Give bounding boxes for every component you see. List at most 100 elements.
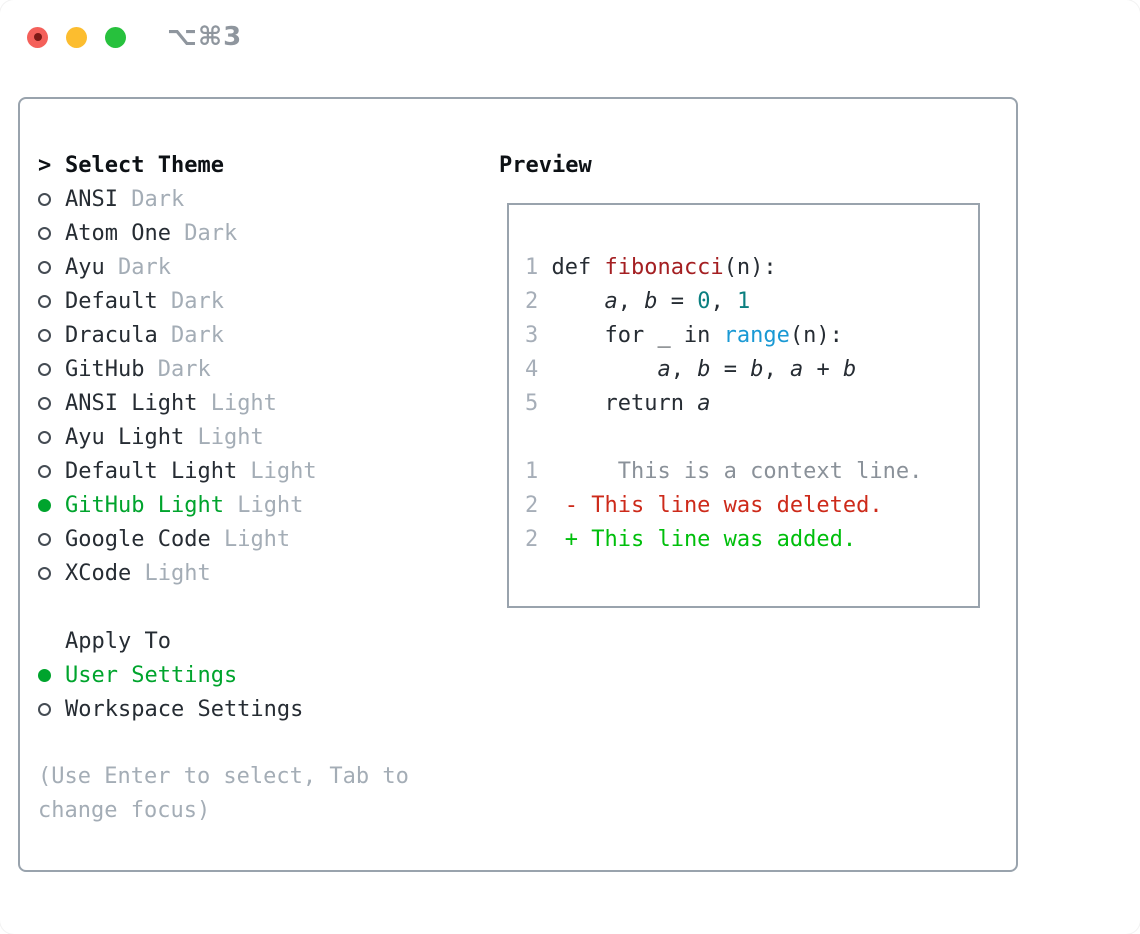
radio-icon[interactable] — [38, 396, 65, 410]
theme-option-ayu[interactable]: Ayu Dark — [38, 250, 488, 284]
diff-line: 2 + This line was added. — [525, 522, 978, 556]
theme-name: ANSI — [65, 186, 118, 212]
apply-to-label: Apply To — [65, 628, 171, 654]
line-number: 2 — [525, 288, 539, 314]
theme-option-xcode[interactable]: XCode Light — [38, 556, 488, 590]
apply-option-user-settings[interactable]: User Settings — [38, 658, 488, 692]
radio-icon[interactable] — [38, 362, 65, 376]
code-segment-var: a — [657, 356, 671, 382]
apply-option-label: Workspace Settings — [65, 696, 304, 722]
line-number: 2 — [525, 492, 539, 518]
zoom-button[interactable] — [105, 26, 126, 48]
radio-icon[interactable] — [38, 294, 65, 308]
theme-name: Ayu Light — [65, 424, 185, 450]
code-segment-plain: return — [551, 390, 698, 416]
code-segment-var: b — [697, 356, 711, 382]
radio-unselected-icon[interactable] — [38, 328, 51, 342]
radio-icon[interactable] — [38, 532, 65, 546]
theme-option-dracula[interactable]: Dracula Dark — [38, 318, 488, 352]
radio-unselected-icon[interactable] — [38, 260, 51, 274]
code-segment-var: b — [644, 288, 658, 314]
theme-mode-badge: Light — [237, 458, 317, 484]
titlebar: ⌥⌘3 — [0, 0, 1140, 74]
theme-option-default-light[interactable]: Default Light Light — [38, 454, 488, 488]
theme-option-ansi-light[interactable]: ANSI Light Light — [38, 386, 488, 420]
theme-option-github[interactable]: GitHub Dark — [38, 352, 488, 386]
diff-line: 1 This is a context line. — [525, 454, 978, 488]
code-segment-plain: , — [763, 356, 790, 382]
theme-name: Default Light — [65, 458, 238, 484]
radio-unselected-icon[interactable] — [38, 192, 51, 206]
close-button[interactable] — [27, 26, 48, 48]
radio-icon[interactable] — [38, 566, 65, 580]
theme-option-ansi[interactable]: ANSI Dark — [38, 182, 488, 216]
radio-icon[interactable] — [38, 702, 65, 716]
radio-unselected-icon[interactable] — [38, 702, 51, 716]
radio-icon[interactable] — [38, 668, 65, 682]
line-number: 4 — [525, 356, 539, 382]
traffic-lights — [27, 26, 126, 48]
apply-option-workspace-settings[interactable]: Workspace Settings — [38, 692, 488, 726]
radio-unselected-icon[interactable] — [38, 294, 51, 308]
radio-icon[interactable] — [38, 260, 65, 274]
line-number: 5 — [525, 390, 539, 416]
code-segment-var: b — [842, 356, 857, 382]
theme-mode-badge: Dark — [157, 322, 224, 348]
radio-icon[interactable] — [38, 328, 65, 342]
theme-option-google-code[interactable]: Google Code Light — [38, 522, 488, 556]
radio-unselected-icon[interactable] — [38, 566, 51, 580]
theme-name: Default — [65, 288, 158, 314]
code-segment-plain: (n): — [723, 254, 777, 280]
code-segment-num: 0 — [697, 288, 711, 314]
radio-unselected-icon[interactable] — [38, 430, 51, 444]
code-segment-var: a — [697, 390, 711, 416]
radio-selected-icon[interactable] — [38, 498, 51, 512]
theme-mode-badge: Dark — [157, 288, 224, 314]
radio-icon[interactable] — [38, 498, 65, 512]
line-number: 3 — [525, 322, 539, 348]
theme-name: Atom One — [65, 220, 171, 246]
code-segment-plain: , — [670, 356, 698, 382]
theme-option-atom-one[interactable]: Atom One Dark — [38, 216, 488, 250]
code-segment-plain: , — [617, 288, 645, 314]
radio-unselected-icon[interactable] — [38, 396, 51, 410]
theme-option-ayu-light[interactable]: Ayu Light Light — [38, 420, 488, 454]
radio-unselected-icon[interactable] — [38, 362, 51, 376]
theme-option-github-light[interactable]: GitHub Light Light — [38, 488, 488, 522]
radio-unselected-icon[interactable] — [38, 532, 51, 546]
radio-icon[interactable] — [38, 430, 65, 444]
radio-unselected-icon[interactable] — [38, 464, 51, 478]
code-segment-plain — [551, 527, 564, 552]
radio-selected-icon[interactable] — [38, 668, 51, 682]
code-segment-var: b — [750, 356, 764, 382]
code-segment-var: a — [604, 288, 618, 314]
keyboard-hint: (Use Enter to select, Tab to change focu… — [38, 764, 409, 823]
window-title: ⌥⌘3 — [167, 22, 243, 52]
code-segment-plain — [551, 493, 564, 518]
theme-option-default[interactable]: Default Dark — [38, 284, 488, 318]
minimize-button[interactable] — [66, 26, 87, 48]
preview-heading: Preview — [499, 148, 1016, 182]
theme-mode-badge: Light — [131, 560, 211, 586]
preview-label: Preview — [499, 152, 592, 178]
code-segment-context: This is a context line. — [551, 458, 923, 484]
theme-mode-badge: Light — [210, 526, 291, 552]
prompt-caret-icon: > — [38, 152, 52, 178]
theme-name: Ayu — [65, 254, 105, 280]
close-dot-icon — [33, 33, 42, 41]
code-segment-plain: + — [803, 356, 843, 382]
spacer — [38, 590, 488, 624]
code-line: 5 return a — [525, 386, 978, 420]
radio-icon[interactable] — [38, 464, 65, 478]
code-segment-plain: (n): — [789, 322, 843, 348]
radio-icon[interactable] — [38, 226, 65, 240]
theme-mode-badge: Dark — [170, 220, 238, 246]
radio-icon[interactable] — [38, 192, 65, 206]
apply-option-label: User Settings — [65, 662, 238, 688]
code-segment-plain: = — [710, 356, 751, 382]
radio-unselected-icon[interactable] — [38, 226, 51, 240]
code-segment-add: + This line was added. — [564, 526, 857, 552]
